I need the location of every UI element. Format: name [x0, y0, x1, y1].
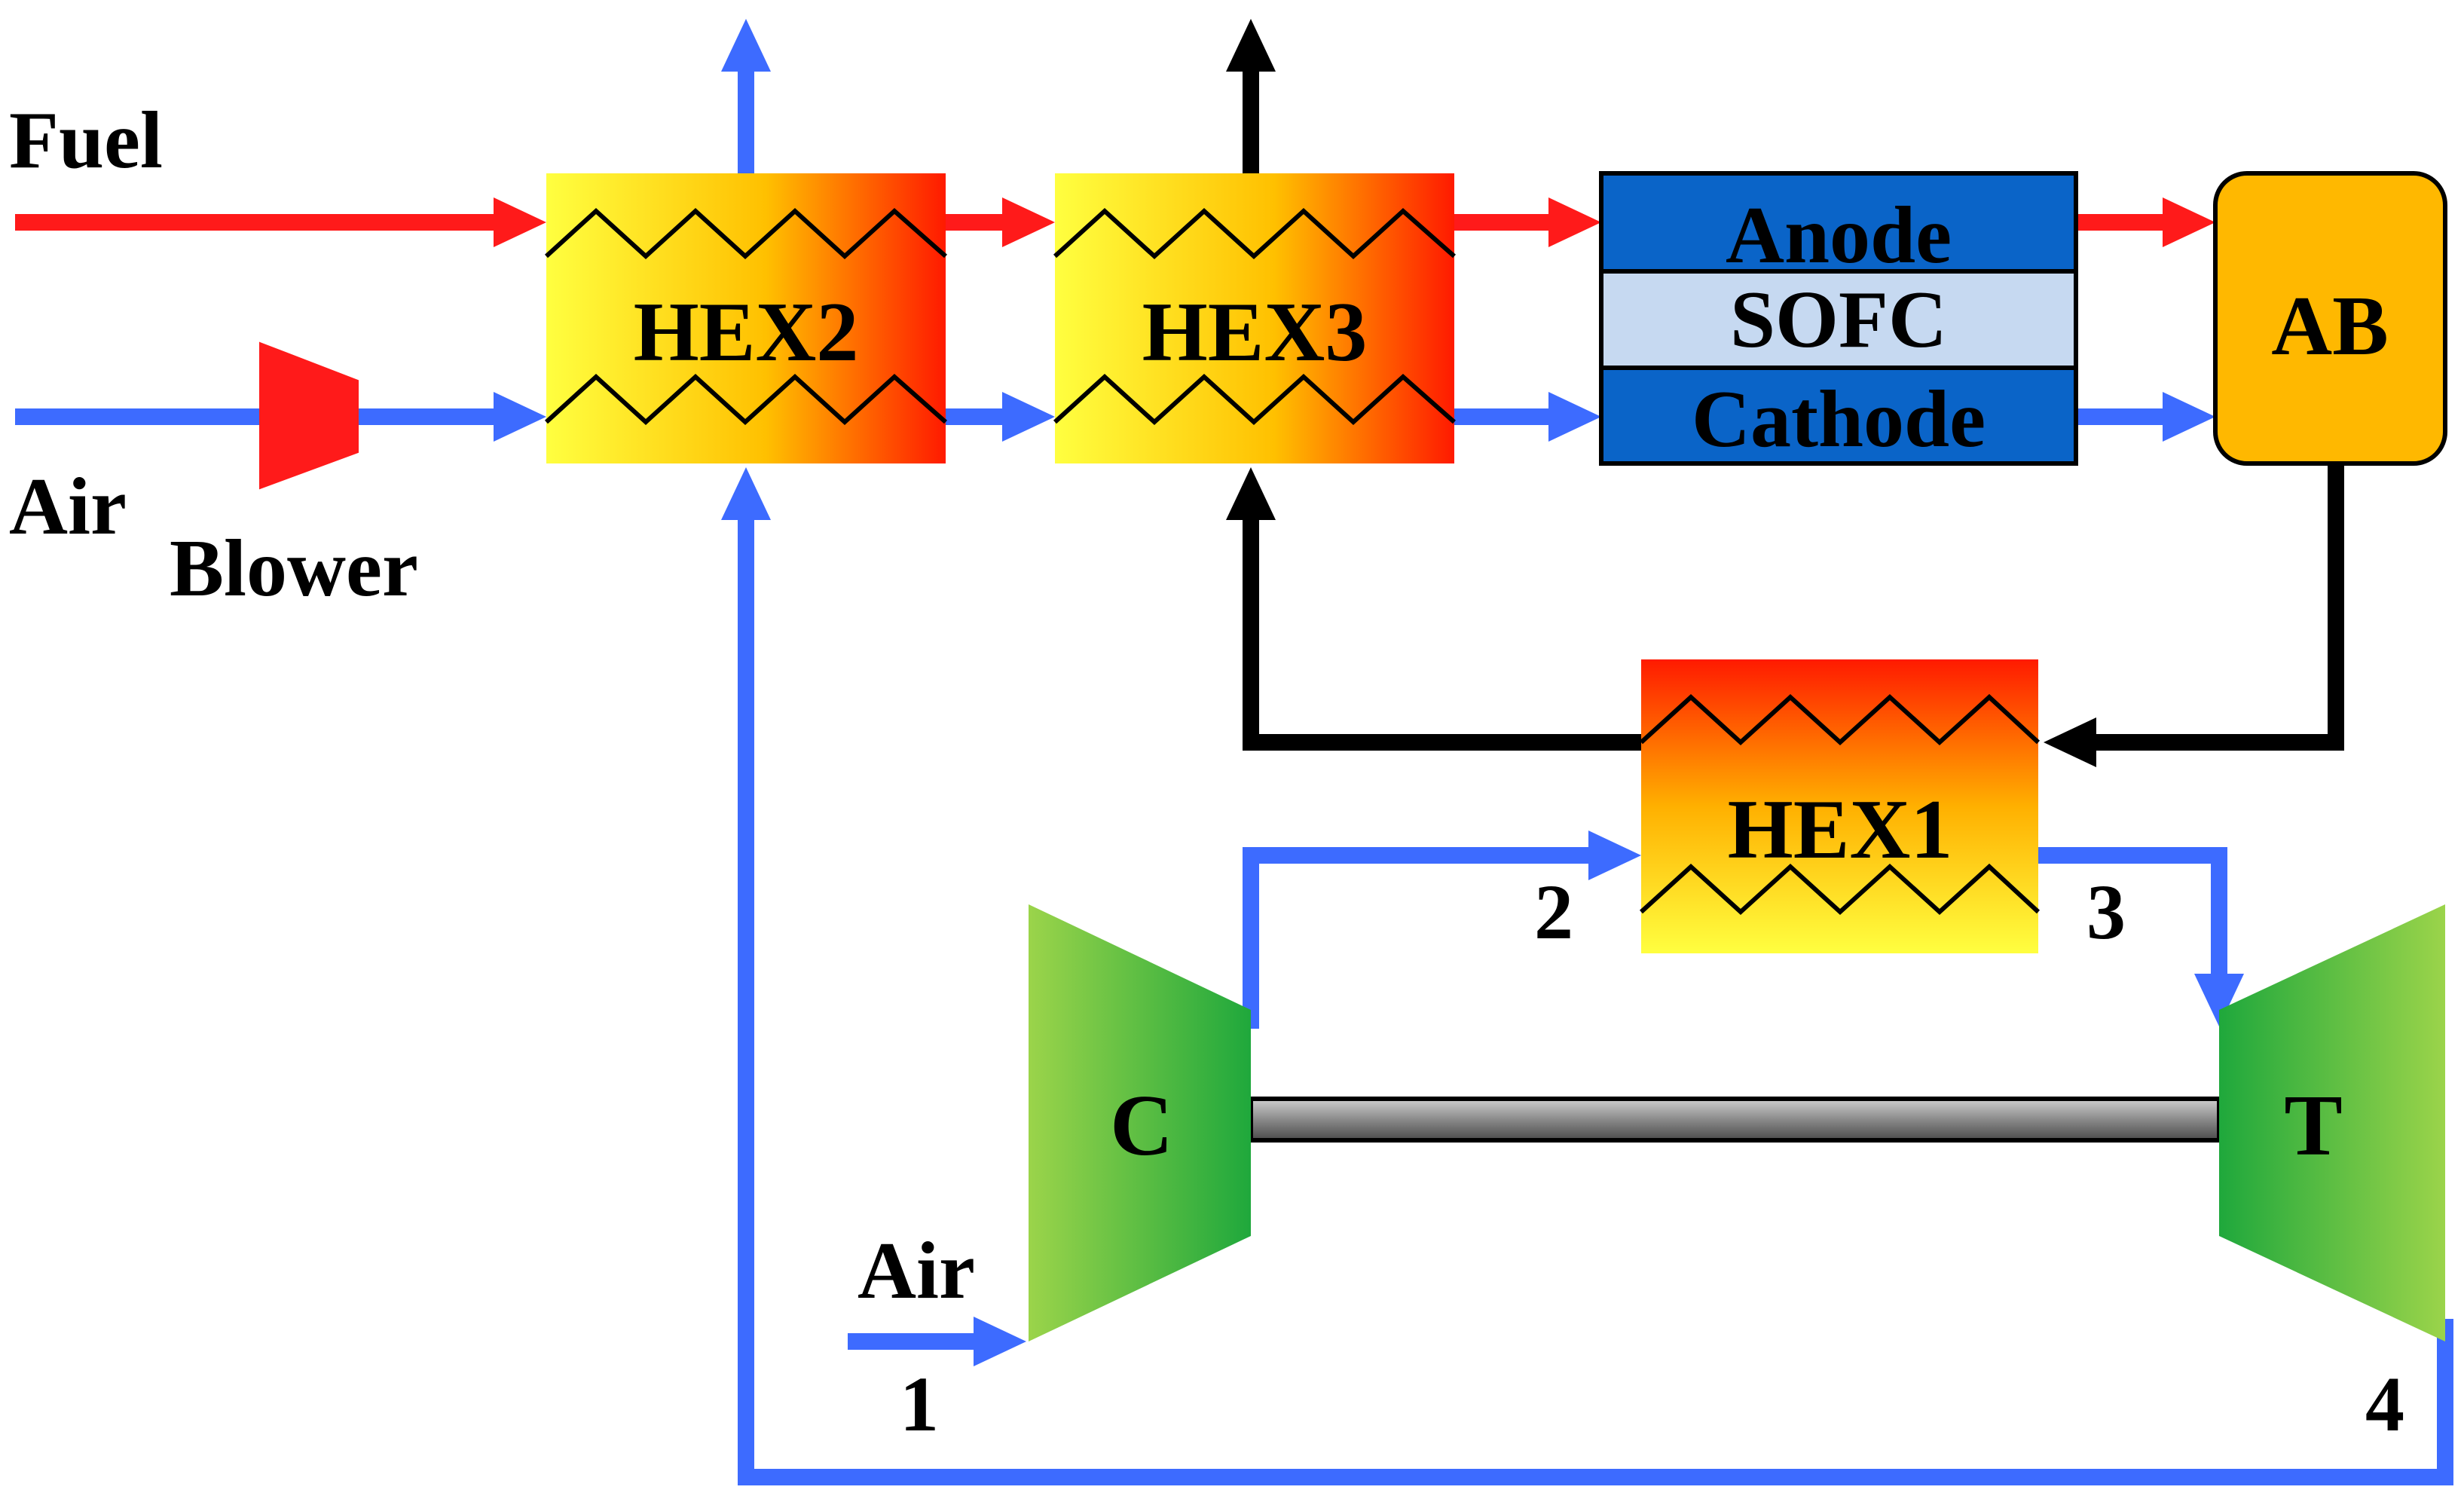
- sofc-stack: Anode SOFC Cathode: [1599, 171, 2078, 466]
- air-inlet-label: Air: [9, 462, 127, 552]
- hex3-label: HEX3: [1142, 286, 1368, 379]
- turbine-label: T: [2284, 1078, 2342, 1174]
- hex2-label: HEX2: [634, 286, 859, 379]
- fuel-stream: [15, 197, 2215, 247]
- hex3-coil-top: [1053, 207, 1456, 260]
- anode-layer: [1599, 171, 2078, 274]
- hex1-coil-bottom: [1639, 863, 2041, 916]
- hex2-coil-top: [544, 207, 947, 260]
- state-point-3: 3: [2086, 869, 2126, 956]
- sofc-electrolyte-layer: [1599, 269, 2078, 370]
- anode-label: Anode: [1726, 191, 1952, 280]
- exhaust-stream: [1226, 19, 2344, 767]
- cathode-layer: [1599, 366, 2078, 466]
- blower-icon: [259, 341, 359, 490]
- state-point-1: 1: [900, 1361, 939, 1448]
- hex3-coil-bottom: [1053, 373, 1456, 426]
- state-point-4: 4: [2365, 1361, 2404, 1448]
- state-point-2: 2: [1534, 869, 1573, 956]
- sofc-label: SOFC: [1730, 275, 1947, 365]
- blower-label: Blower: [170, 524, 418, 613]
- compressor: C: [1029, 904, 1251, 1341]
- turbine: T: [2219, 904, 2445, 1341]
- compressor-label: C: [1110, 1078, 1173, 1174]
- afterburner: AB: [2213, 171, 2447, 466]
- hex3-exchanger: HEX3: [1053, 173, 1456, 463]
- fuel-label: Fuel: [9, 96, 163, 185]
- cathode-label: Cathode: [1692, 375, 1986, 464]
- shaft: [1249, 1097, 2221, 1143]
- hex1-exchanger: HEX1: [1639, 659, 2041, 953]
- hex1-label: HEX1: [1728, 783, 1953, 876]
- hex2-exchanger: HEX2: [544, 173, 947, 463]
- hex1-coil-top: [1639, 693, 2041, 746]
- hex2-coil-bottom: [544, 373, 947, 426]
- air-compressor-label: Air: [858, 1226, 975, 1316]
- air-stream: [15, 19, 2453, 1485]
- ab-label: AB: [2271, 280, 2389, 373]
